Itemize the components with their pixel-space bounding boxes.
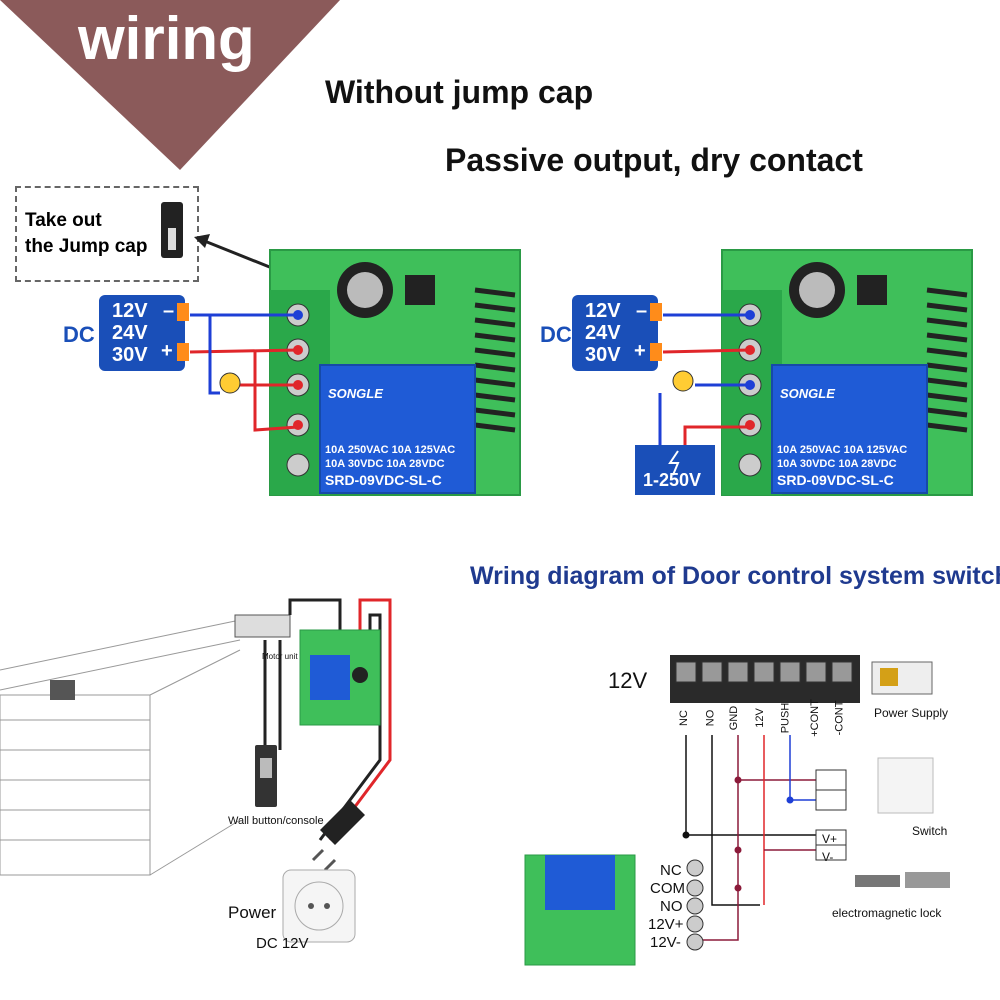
power-supply-label: Power Supply	[874, 706, 949, 720]
banner-label: wiring	[78, 5, 255, 72]
right-relay-brand: SONGLE	[780, 386, 835, 401]
left-voltage-24: 24V	[112, 322, 148, 344]
jump-note-line2: the Jump cap	[25, 236, 148, 257]
lock-vminus: V-	[822, 850, 834, 864]
left-plus-label: +	[161, 340, 173, 362]
right-voltage-12: 12V	[585, 300, 621, 322]
left-dc-label: DC	[63, 322, 95, 347]
door-wiring	[524, 655, 950, 966]
jump-arrow	[194, 234, 283, 274]
switch-label: Switch	[912, 824, 948, 838]
right-relay-module	[572, 249, 973, 496]
right-voltage-30: 30V	[585, 344, 621, 366]
dc12v-label: DC 12V	[256, 935, 309, 952]
module-terminal-12vplus: 12V+	[648, 916, 684, 933]
door-terminal-12v: 12V	[753, 708, 766, 728]
left-relay-brand: SONGLE	[328, 386, 383, 401]
door-diagram-title: Wring diagram of Door control system swi…	[470, 562, 1000, 590]
jumper-cap-icon	[161, 202, 183, 258]
door-terminal-push: PUSH	[779, 702, 792, 734]
door-terminal-nc: NC	[677, 710, 690, 726]
jump-note-line1: Take out	[25, 210, 102, 231]
motor-unit-label: Motor unit	[262, 652, 298, 661]
right-voltage-24: 24V	[585, 322, 621, 344]
module-terminal-12vminus: 12V-	[650, 934, 681, 951]
module-terminal-no: NO	[660, 898, 683, 915]
left-relay-model: SRD-09VDC-SL-C	[325, 472, 442, 488]
heading-top: Without jump cap	[325, 74, 594, 110]
door-terminal-cont-minus: -CONT	[833, 700, 846, 736]
right-source-label: 1-250V	[643, 470, 702, 490]
door-terminal-no: NO	[704, 709, 717, 727]
right-relay-rating2: 10A 30VDC 10A 28VDC	[777, 458, 897, 470]
right-plus-label: +	[634, 340, 646, 362]
module-terminal-nc: NC	[660, 862, 682, 879]
power-label: Power	[228, 903, 277, 922]
right-dc-label: DC	[540, 322, 572, 347]
door-terminal-gnd: GND	[728, 705, 741, 731]
left-voltage-30: 30V	[112, 344, 148, 366]
right-relay-model: SRD-09VDC-SL-C	[777, 472, 894, 488]
right-relay-rating1: 10A 250VAC 10A 125VAC	[777, 444, 908, 456]
door-terminal-cont-plus: +CONT	[808, 699, 821, 737]
left-relay-rating1: 10A 250VAC 10A 125VAC	[325, 444, 456, 456]
lock-label: electromagnetic lock	[832, 906, 942, 920]
module-terminal-com: COM	[650, 880, 685, 897]
heading-sub: Passive output, dry contact	[445, 142, 863, 178]
left-minus-label: –	[163, 300, 175, 322]
left-voltage-12: 12V	[112, 300, 148, 322]
wall-button-label: Wall button/console	[228, 815, 324, 827]
left-relay-rating2: 10A 30VDC 10A 28VDC	[325, 458, 445, 470]
jump-cap-note: Take out the Jump cap	[15, 186, 199, 282]
lock-vplus: V+	[822, 832, 838, 846]
garage-scene	[0, 598, 392, 943]
door-voltage-label: 12V	[608, 668, 648, 693]
right-minus-label: –	[636, 300, 648, 322]
left-relay-module	[99, 249, 521, 496]
wiring-banner	[0, 0, 340, 170]
